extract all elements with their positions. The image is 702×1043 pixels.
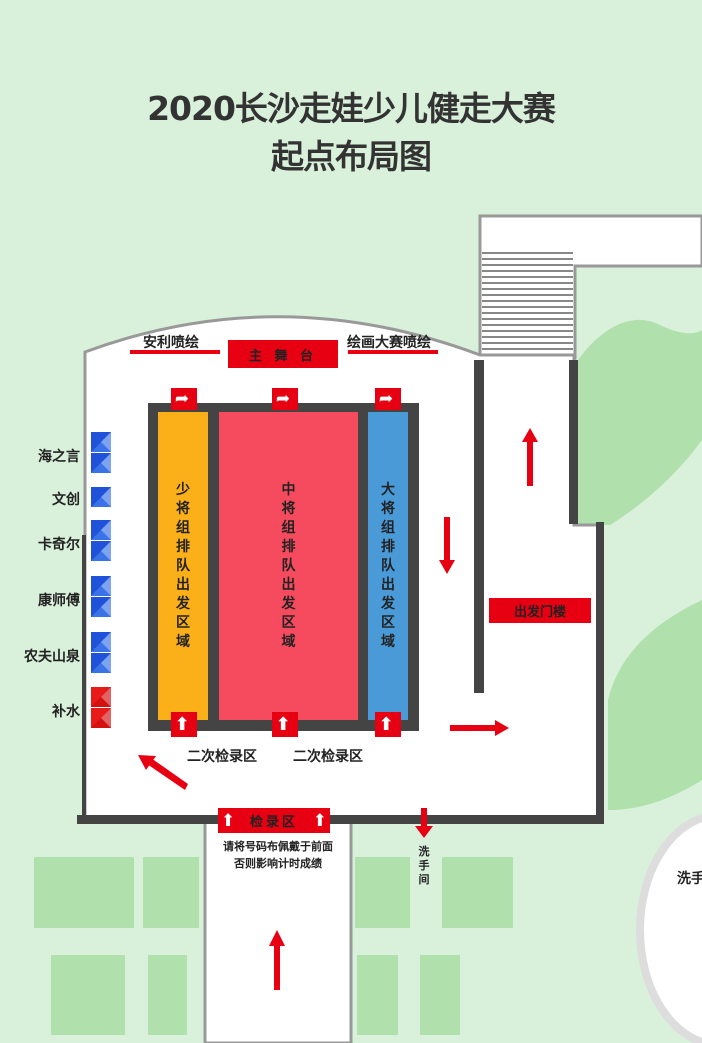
sponsor-label: 补水 <box>52 704 80 720</box>
sponsor-label: 卡奇尔 <box>38 537 80 553</box>
senior-start-zone: 大将组排队出发区域 <box>368 412 408 720</box>
grass-area <box>578 319 702 525</box>
amway-banner <box>130 350 220 354</box>
up-arrow-icon: ⬆ <box>221 810 236 831</box>
middle-start-zone: 中将组排队出发区域 <box>219 412 358 720</box>
sponsor-label: 农夫山泉 <box>24 649 80 665</box>
walls <box>77 360 604 824</box>
amway-banner-label: 安利喷绘 <box>143 335 199 351</box>
map-subtitle: 起点布局图 <box>271 137 432 176</box>
painting-banner-label: 绘画大赛喷绘 <box>347 335 431 351</box>
turn-right-arrow-icon: ➦ <box>171 388 197 410</box>
up-arrow-icon: ⬆ <box>171 712 197 737</box>
booth-tent-icon <box>91 520 111 540</box>
up-arrow-icon: ⬆ <box>375 712 401 737</box>
booth-tent-icon <box>91 653 111 673</box>
stairs <box>482 250 573 355</box>
direction-arrows <box>138 428 538 990</box>
sponsor-label: 文创 <box>52 492 80 508</box>
booth-tent-icon <box>91 597 111 617</box>
sponsor-label: 康师傅 <box>38 593 80 609</box>
grass-blocks <box>34 857 513 1035</box>
restroom-right-label: 洗手 <box>677 871 702 887</box>
booth-tent-icon <box>91 432 111 452</box>
sponsor-label: 海之言 <box>38 449 80 465</box>
turn-right-arrow-icon: ➦ <box>375 388 401 410</box>
booth-tent-icon <box>91 576 111 596</box>
up-arrow-icon: ⬆ <box>272 712 298 737</box>
turn-right-arrow-icon: ➦ <box>272 388 298 410</box>
main-stage: 主 舞 台 <box>228 340 338 368</box>
booth-tent-icon <box>91 453 111 473</box>
second-checkin-left: 二次检录区 <box>187 749 257 765</box>
bib-notice: 请将号码布佩戴于前面否则影响计时成绩 <box>223 840 333 870</box>
booth-tent-icon <box>91 487 111 507</box>
booth-tent-icon <box>91 541 111 561</box>
restroom-label: 洗手间 <box>418 845 430 886</box>
painting-banner <box>348 350 438 354</box>
start-gate: 出发门楼 <box>489 598 591 623</box>
junior-start-zone: 少将组排队出发区域 <box>158 412 208 720</box>
booth-tent-icon <box>91 708 111 728</box>
booth-tent-icon <box>91 632 111 652</box>
booth-tent-icon <box>91 687 111 707</box>
checkin-zone: ⬆ 检录区 ⬆ <box>218 808 330 833</box>
map-title: 2020长沙走娃少儿健走大赛 <box>147 89 556 128</box>
restroom-plaza <box>636 813 702 1043</box>
second-checkin-right: 二次检录区 <box>293 749 363 765</box>
up-arrow-icon: ⬆ <box>312 810 327 831</box>
grass-area <box>608 600 702 810</box>
